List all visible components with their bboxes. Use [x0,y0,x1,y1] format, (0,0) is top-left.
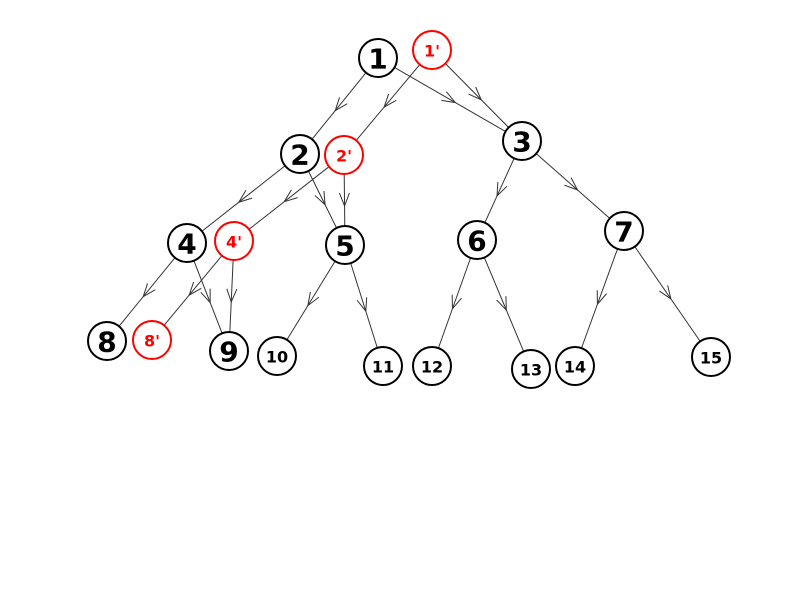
arrowhead-icon [226,288,238,304]
arrowhead-icon [334,97,348,112]
edge-4p-8p [163,255,223,326]
arrowhead-icon [356,297,368,313]
edge-2p-5 [338,173,350,227]
node-label: 15 [700,349,722,368]
edge-2p-4p [248,166,330,230]
node-label: 11 [372,358,394,377]
edge-1p-3 [445,63,509,128]
node-4p: 4' [214,221,254,261]
node-label: 4' [226,233,242,252]
edge-3-7 [535,153,611,219]
edge-7-15 [634,246,701,342]
node-13: 13 [511,349,551,389]
node-circle [280,134,320,174]
edge-3-6 [484,158,515,223]
edge-4p-9 [226,259,238,333]
node-2: 2 [280,134,320,174]
arrowhead-icon [564,177,579,191]
node-8: 8 [87,321,127,361]
node-circle [691,337,731,377]
node-circle [511,349,551,389]
arrowhead-icon [496,296,507,312]
node-circle [412,346,452,386]
node-label: 9 [219,336,238,369]
node-circle [412,30,452,70]
node-circle [363,346,403,386]
node-label: 7 [614,216,633,249]
node-circle [132,320,172,360]
node-circle [604,211,644,251]
node-label: 12 [421,358,443,377]
node-circle [325,225,365,265]
edge-6-13 [483,257,525,352]
node-label: 2 [290,139,309,172]
node-label: 8' [144,332,160,351]
node-11: 11 [363,346,403,386]
node-3: 3 [502,121,542,161]
nodes-layer: 1 1' 2 2' 3 4 4' 5 6 7 8 8' 9 10 11 12 13 14 15 [87,30,731,389]
node-circle [358,38,398,78]
node-10: 10 [257,336,297,376]
edges-layer [118,63,701,352]
edge-4-8 [118,257,176,327]
edge-5-10 [286,260,336,341]
arrowhead-icon [200,288,211,304]
node-7: 7 [604,211,644,251]
edge-2-4 [201,165,286,232]
arrowhead-icon [338,192,350,208]
node-label: 1' [424,42,440,61]
node-label: 10 [266,348,288,367]
arrowhead-icon [596,290,607,306]
node-label: 5 [335,230,354,263]
edge-1-2 [311,72,367,140]
node-14: 14 [555,346,595,386]
edge-7-14 [581,248,618,349]
arrowhead-icon [188,281,202,297]
node-15: 15 [691,337,731,377]
node-label: 2' [336,147,352,166]
node-circle [257,336,297,376]
node-6: 6 [457,220,497,260]
node-label: 1 [368,43,387,76]
arrowhead-icon [441,91,457,104]
arrowhead-icon [468,86,483,101]
node-label: 6 [467,225,486,258]
arrowhead-icon [307,291,320,307]
node-circle [214,221,254,261]
node-label: 14 [564,358,586,377]
edge-1-3 [394,67,506,132]
node-12: 12 [412,346,452,386]
node-circle [457,220,497,260]
arrowhead-icon [314,190,326,207]
node-circle [555,346,595,386]
node-circle [209,331,249,371]
arrowhead-icon [659,285,672,301]
arrowhead-icon [451,294,462,310]
edge-1p-2p [355,64,421,141]
arrowhead-icon [383,93,397,109]
edge-2-5 [307,170,338,229]
arrowhead-icon [142,283,156,298]
node-4: 4 [167,223,207,263]
node-2p: 2' [324,135,364,175]
node-label: 8 [97,326,116,359]
node-label: 3 [512,126,531,159]
node-label: 13 [520,361,542,380]
node-1p: 1' [412,30,452,70]
node-9: 9 [209,331,249,371]
arrowhead-icon [496,182,508,198]
node-circle [324,135,364,175]
node-circle [167,223,207,263]
node-circle [87,321,127,361]
node-label: 4 [177,228,196,261]
node-8p: 8' [132,320,172,360]
node-5: 5 [325,225,365,265]
node-circle [502,121,542,161]
node-1: 1 [358,38,398,78]
arrowhead-icon [283,189,298,203]
edge-5-11 [350,262,378,349]
arrowhead-icon [237,189,253,204]
edge-4-9 [193,260,223,334]
edge-6-12 [437,257,472,349]
